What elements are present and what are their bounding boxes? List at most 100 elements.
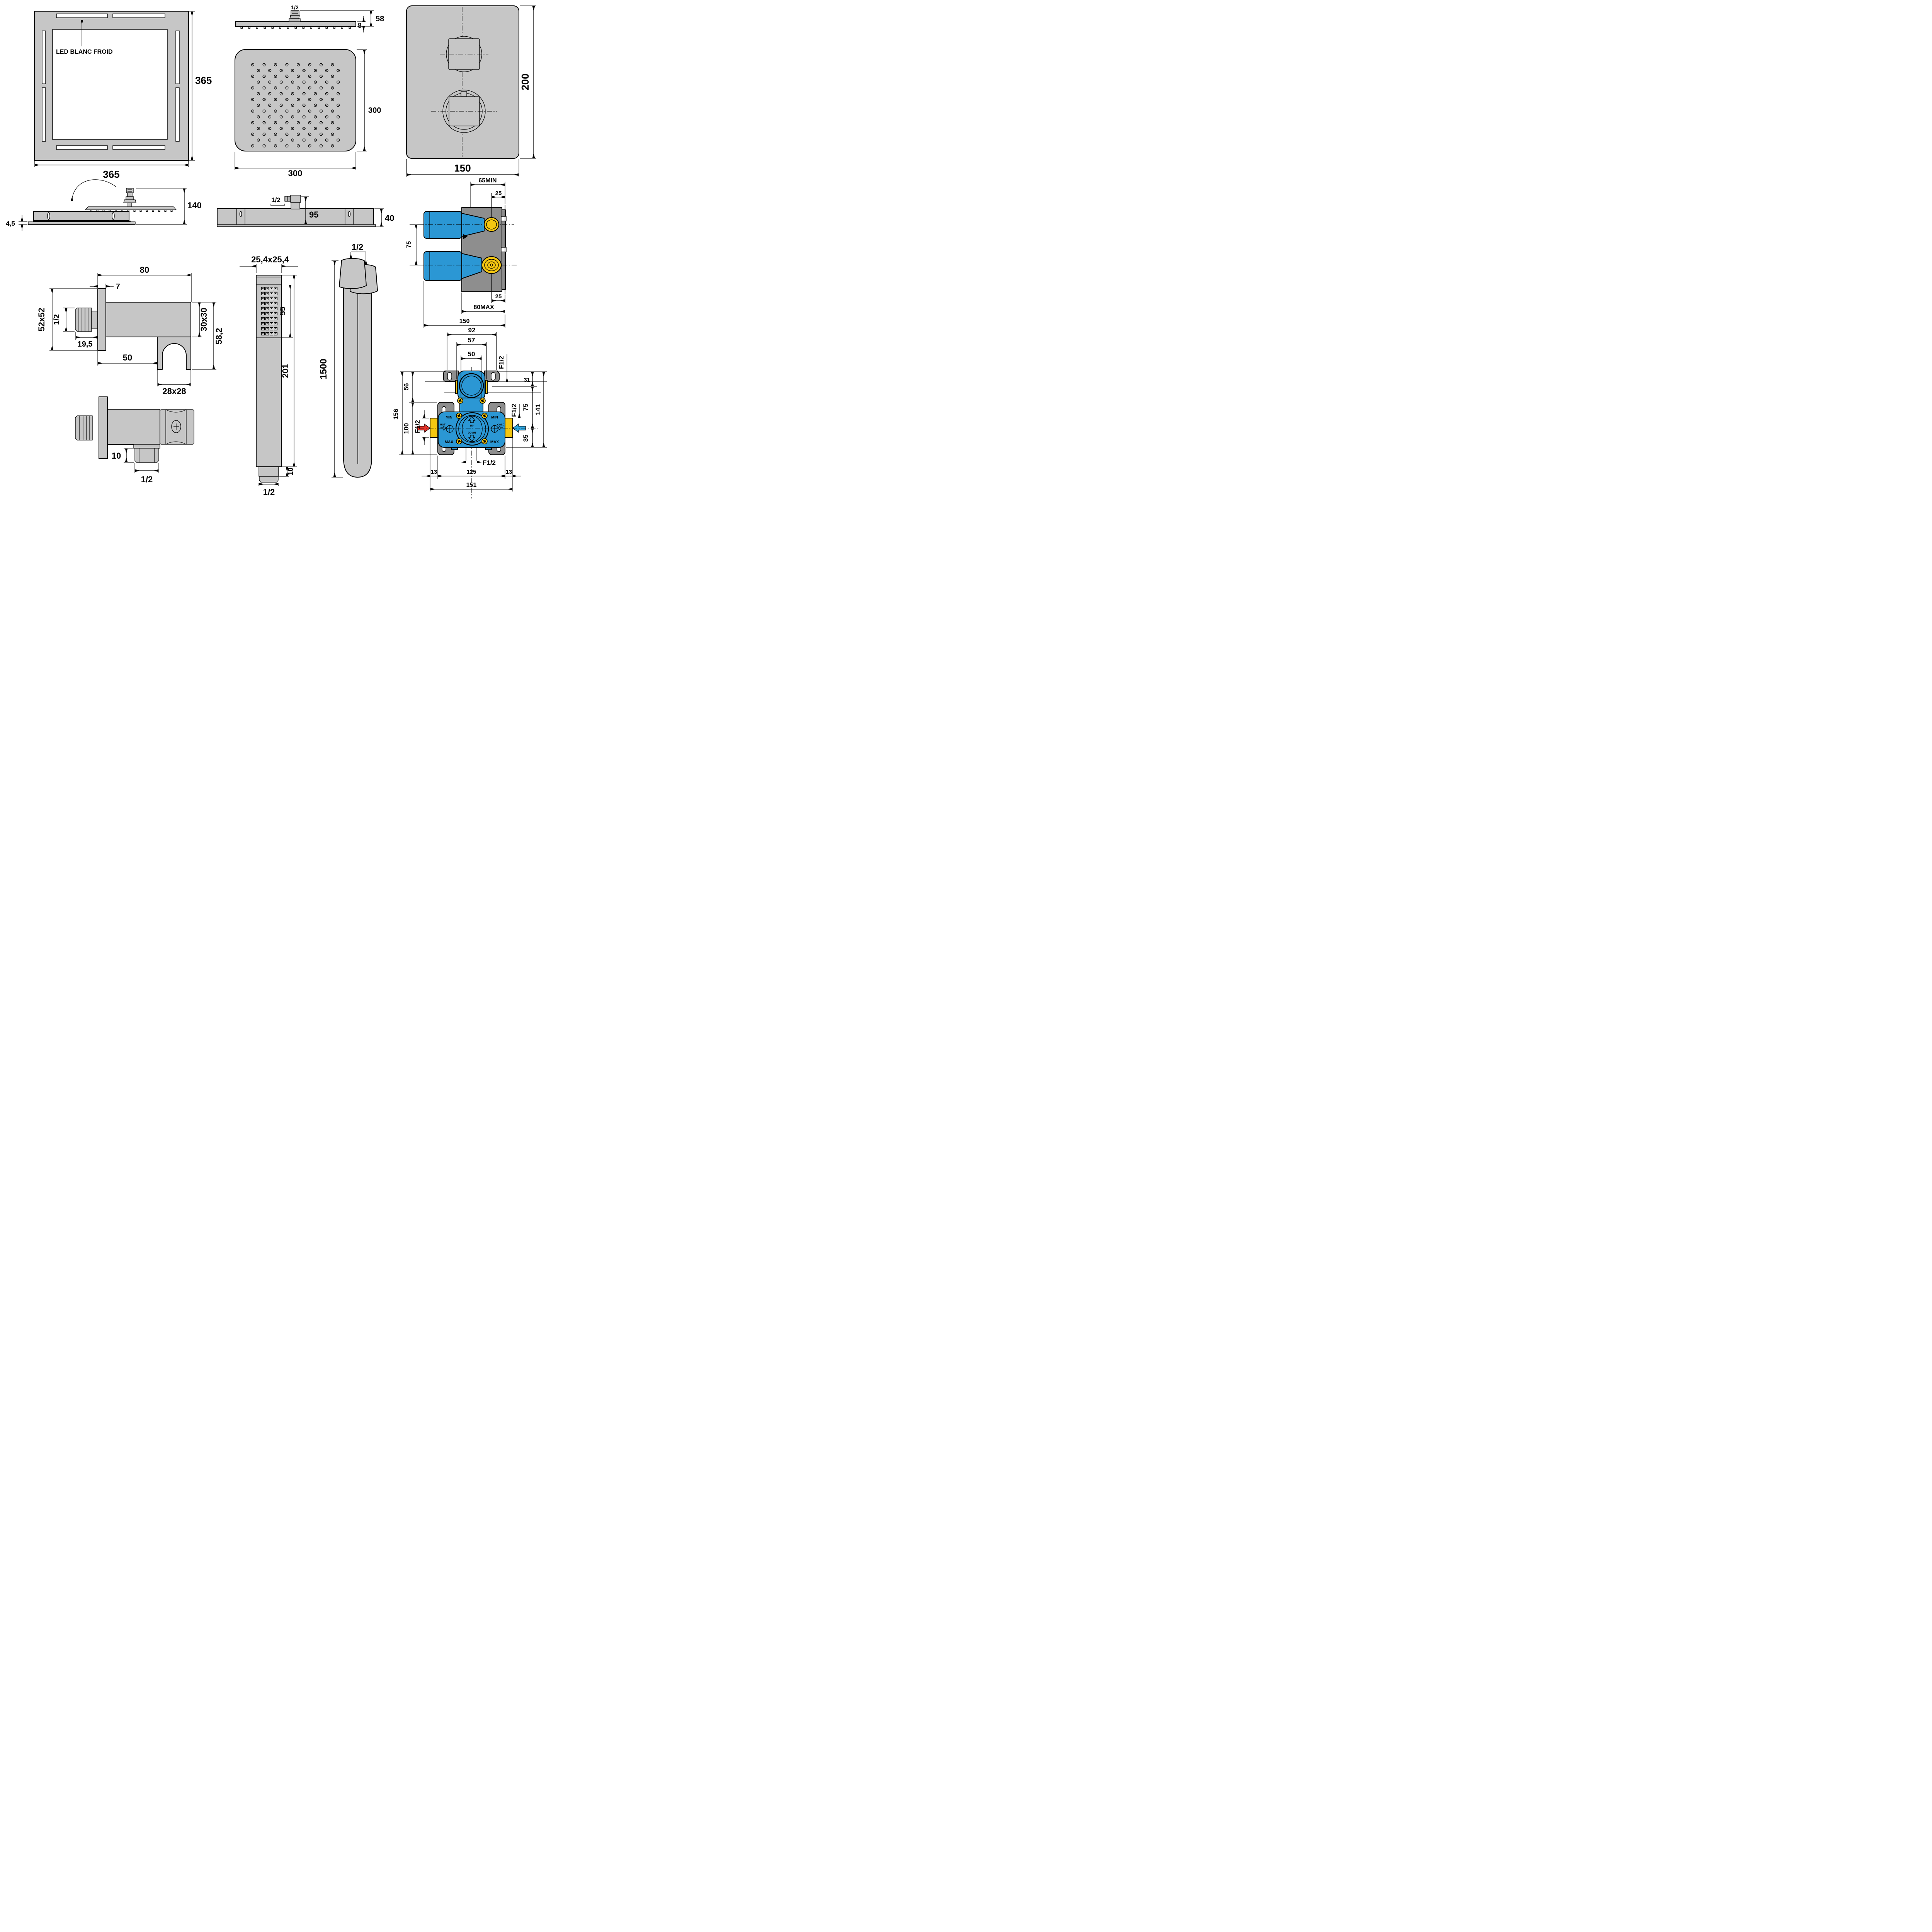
svg-text:300: 300 xyxy=(288,168,303,178)
inlet-connector xyxy=(289,10,301,22)
shower-outlet-port xyxy=(455,371,488,401)
svg-text:1500: 1500 xyxy=(318,359,329,379)
svg-text:F1/2: F1/2 xyxy=(414,420,421,433)
dim-width-300: 300 xyxy=(235,152,356,178)
svg-text:50: 50 xyxy=(123,353,132,362)
svg-text:365: 365 xyxy=(195,75,212,86)
svg-text:52x52: 52x52 xyxy=(37,308,46,331)
hose-nut-left xyxy=(339,258,367,289)
hand-shower-view: 25,4x25,4 55 201 10 1/2 xyxy=(240,255,298,497)
svg-text:F1/2: F1/2 xyxy=(510,404,518,417)
svg-text:57: 57 xyxy=(468,337,475,344)
elbow-connector xyxy=(284,195,301,209)
svg-text:25: 25 xyxy=(495,190,502,197)
dim-55: 55 xyxy=(279,285,293,338)
svg-text:150: 150 xyxy=(459,318,470,325)
front-plate xyxy=(28,221,136,225)
svg-text:31: 31 xyxy=(524,377,530,383)
trim-plate-front-view: 200 150 xyxy=(406,5,536,177)
dim-thread: 1/2 xyxy=(291,4,299,10)
svg-text:10: 10 xyxy=(112,451,121,461)
svg-text:92: 92 xyxy=(468,327,476,334)
led-strips xyxy=(42,14,180,150)
svg-text:13: 13 xyxy=(506,469,512,475)
svg-text:25: 25 xyxy=(495,293,502,300)
lower-port xyxy=(481,256,502,274)
svg-text:MAX: MAX xyxy=(445,440,454,444)
svg-text:DOWN: DOWN xyxy=(468,432,476,434)
svg-text:F1/2: F1/2 xyxy=(483,459,496,466)
svg-text:150: 150 xyxy=(454,162,471,174)
dim-height-300: 300 xyxy=(357,49,381,151)
svg-text:HOT: HOT xyxy=(440,423,446,426)
svg-text:365: 365 xyxy=(103,168,119,180)
install-arrow xyxy=(70,179,116,202)
outlet-nipple xyxy=(134,448,159,463)
svg-text:140: 140 xyxy=(187,201,202,210)
dim-4-5: 4,5 xyxy=(6,215,27,231)
svg-text:28x28: 28x28 xyxy=(162,386,186,396)
hose-view: 1/2 1500 xyxy=(318,242,378,478)
dim-50: 50 xyxy=(461,350,482,398)
dim-92: 92 xyxy=(447,327,497,370)
mini-head-nozzles xyxy=(89,210,173,212)
dim-thread-half: 1/2 xyxy=(259,483,279,497)
dim-right-stack: 31 75 35 141 F1/2 xyxy=(492,371,547,448)
svg-text:65MIN: 65MIN xyxy=(478,177,497,184)
svg-text:80MAX: 80MAX xyxy=(473,304,494,311)
svg-text:MIN: MIN xyxy=(491,415,498,420)
dim-40: 40 xyxy=(374,208,394,227)
wall-outlet-side-view: 10 1/2 xyxy=(75,396,194,484)
svg-text:30x30: 30x30 xyxy=(199,308,209,331)
head-plate xyxy=(235,21,356,27)
dim-8: 8 xyxy=(357,16,366,32)
svg-text:95: 95 xyxy=(309,210,318,219)
svg-text:1/2: 1/2 xyxy=(53,314,61,325)
dim-57: 57 xyxy=(456,337,487,379)
technical-drawing-sheet: LED BLANC FROID 365 365 1/2 58 8 300 xyxy=(0,0,563,502)
led-panel-front-view: LED BLANC FROID 365 365 xyxy=(34,11,212,180)
dim-width-150: 150 xyxy=(406,159,519,177)
outlet-body-side xyxy=(107,409,160,445)
dim-thread-half: 1/2 xyxy=(53,308,75,332)
svg-text:13: 13 xyxy=(431,469,437,475)
dim-58: 58 xyxy=(300,10,384,27)
dim-65min: 65MIN xyxy=(470,177,505,207)
box-body xyxy=(217,208,374,226)
hand-shower-nozzles xyxy=(261,287,278,337)
svg-text:58,2: 58,2 xyxy=(214,328,224,345)
temperature-knob xyxy=(431,90,497,133)
inlet-ports xyxy=(430,418,513,438)
valve-body-front-view: UP DOWN MIN MIN MAX MAX HOT COLD 92 57 5… xyxy=(392,327,547,498)
dim-25-top: 25 xyxy=(491,190,505,217)
svg-text:55: 55 xyxy=(279,307,287,315)
escutcheon xyxy=(97,288,106,351)
svg-text:25,4x25,4: 25,4x25,4 xyxy=(251,255,289,264)
svg-text:58: 58 xyxy=(376,15,384,23)
dim-height-200: 200 xyxy=(519,5,536,159)
dim-201: 201 xyxy=(279,275,297,467)
svg-text:UP: UP xyxy=(470,425,474,427)
dim-30x30: 30x30 xyxy=(192,302,209,337)
svg-text:80: 80 xyxy=(140,265,149,275)
dim-left-stack: 56 100 156 F1/2 xyxy=(392,371,446,455)
svg-text:141: 141 xyxy=(534,404,542,415)
svg-text:1/2: 1/2 xyxy=(352,242,364,252)
svg-text:1/2: 1/2 xyxy=(263,487,275,497)
led-panel-side-view: 4,5 140 xyxy=(6,179,202,231)
dim-140: 140 xyxy=(136,188,202,225)
dim-80: 80 xyxy=(97,265,192,302)
lower-cartridge xyxy=(423,251,462,281)
dim-25-bottom: 25 xyxy=(491,274,505,303)
upper-port xyxy=(484,217,499,232)
wall-outlet-front-view: 80 7 52x52 1/2 19,5 50 30x30 58,2 2 xyxy=(37,265,224,396)
svg-text:F1/2: F1/2 xyxy=(498,356,505,369)
dim-50: 50 xyxy=(97,351,158,366)
dim-52x52: 52x52 xyxy=(37,288,97,351)
svg-text:8: 8 xyxy=(358,22,362,29)
wall-thread-side xyxy=(75,415,93,440)
upper-cartridge xyxy=(423,211,462,239)
dim-thread-half: 1/2 xyxy=(349,242,367,265)
shower-head-front-view: 300 300 xyxy=(235,49,381,178)
dim-75: 75 xyxy=(406,224,422,265)
